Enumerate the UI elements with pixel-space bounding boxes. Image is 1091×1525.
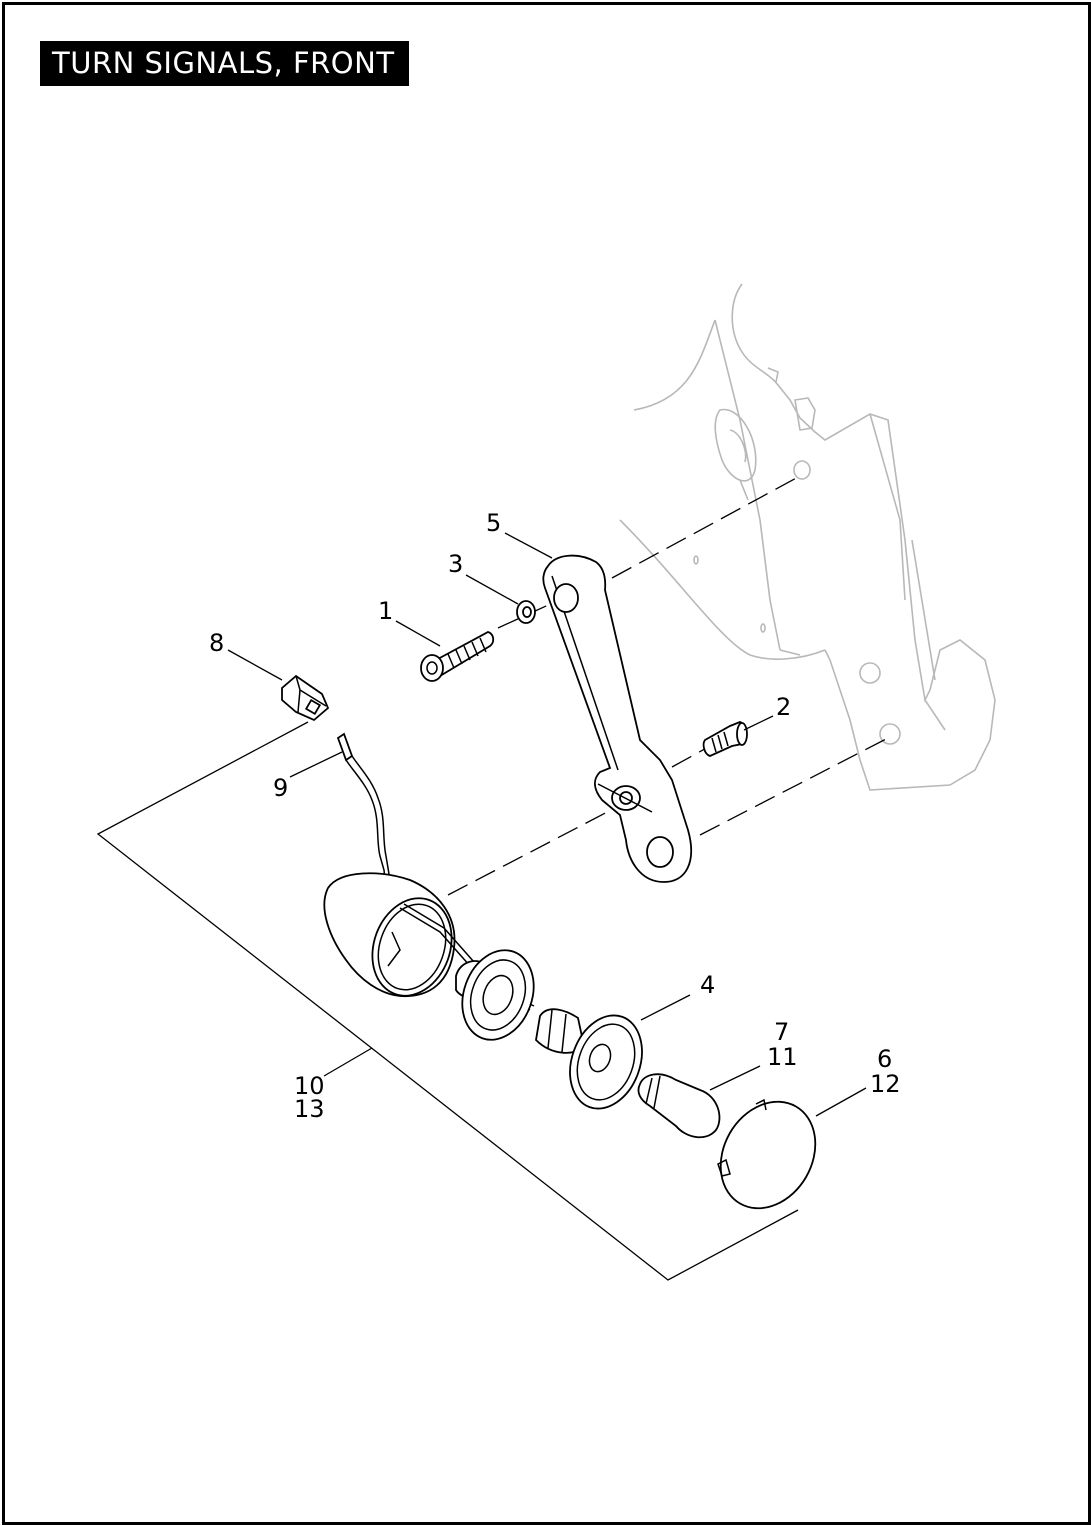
washer — [516, 600, 536, 624]
terminal-and-wire — [336, 732, 391, 881]
screw — [420, 631, 495, 682]
bulb — [637, 1073, 721, 1139]
callout-10: 10 — [294, 1072, 325, 1100]
callout-5: 5 — [486, 509, 501, 537]
callout-11: 11 — [767, 1043, 798, 1071]
callout-1: 1 — [378, 597, 393, 625]
grommet — [455, 949, 535, 1041]
callout-4: 4 — [700, 971, 715, 999]
callout-labels: 1 2 3 4 5 6 12 7 11 8 9 10 13 — [209, 509, 901, 1123]
callout-3: 3 — [448, 550, 463, 578]
fork-slider-ghost — [619, 283, 996, 791]
callout-2: 2 — [776, 693, 791, 721]
assembly-group-outline — [96, 721, 799, 1281]
callout-8: 8 — [209, 629, 224, 657]
bulb-socket — [535, 1008, 643, 1110]
turn-signal-bracket — [542, 554, 693, 883]
callout-12: 12 — [870, 1070, 901, 1098]
callout-7: 7 — [774, 1018, 789, 1046]
set-screw — [702, 721, 748, 757]
connector — [281, 674, 330, 722]
callout-13: 13 — [294, 1095, 325, 1123]
callout-6: 6 — [877, 1045, 892, 1073]
page-title: TURN SIGNALS, FRONT — [40, 41, 409, 86]
leader-lines — [227, 532, 867, 1117]
lens — [717, 1098, 817, 1210]
callout-9: 9 — [273, 774, 288, 802]
